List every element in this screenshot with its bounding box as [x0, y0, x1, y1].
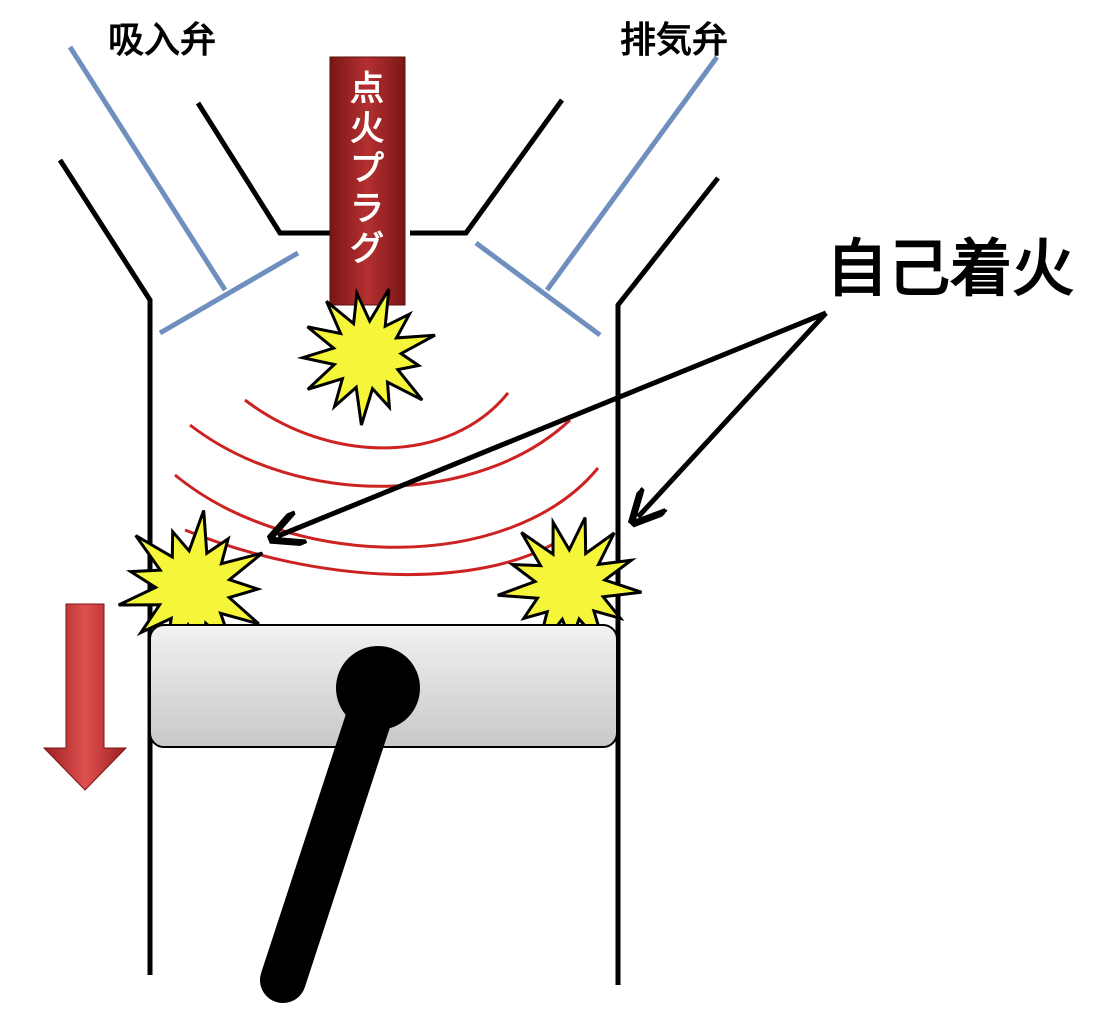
down-arrow-icon [42, 603, 128, 791]
spark-plug-label: 点火プラグ [350, 69, 384, 269]
flame-front-arc [174, 467, 600, 549]
flame-front-arc [184, 528, 561, 577]
intake-valve [67, 45, 300, 336]
autoignition-label: 自己着火 [826, 232, 1074, 305]
intake-valve-head [158, 250, 300, 336]
autoignition-pointers [278, 310, 828, 536]
cylinder-right-wall [615, 176, 720, 985]
spark-plug-body [329, 56, 406, 306]
flame-front-arc [189, 418, 572, 488]
cylinder-head-right [410, 98, 565, 236]
explosion-burst-icon [296, 287, 436, 426]
piston-pin [336, 646, 420, 730]
ignition-bursts [117, 287, 642, 661]
cylinder [57, 98, 720, 985]
exhaust-valve-stem [544, 55, 720, 292]
connecting-rod-arm [260, 667, 401, 1003]
flame-front-arc [244, 392, 510, 450]
arrow-icon [638, 311, 828, 517]
intake-valve-stem [67, 45, 228, 292]
exhaust-valve [474, 55, 720, 338]
connecting-rod [260, 646, 420, 1003]
arrow-icon [278, 310, 827, 536]
cylinder-head-left [195, 101, 332, 236]
intake-valve-label: 吸入弁 [108, 20, 216, 61]
exhaust-valve-head [474, 240, 602, 338]
flame-front [174, 392, 600, 577]
cylinder-left-wall [57, 158, 153, 975]
spark-plug: 点火プラグ [329, 56, 406, 306]
exhaust-valve-label: 排気弁 [620, 20, 728, 61]
